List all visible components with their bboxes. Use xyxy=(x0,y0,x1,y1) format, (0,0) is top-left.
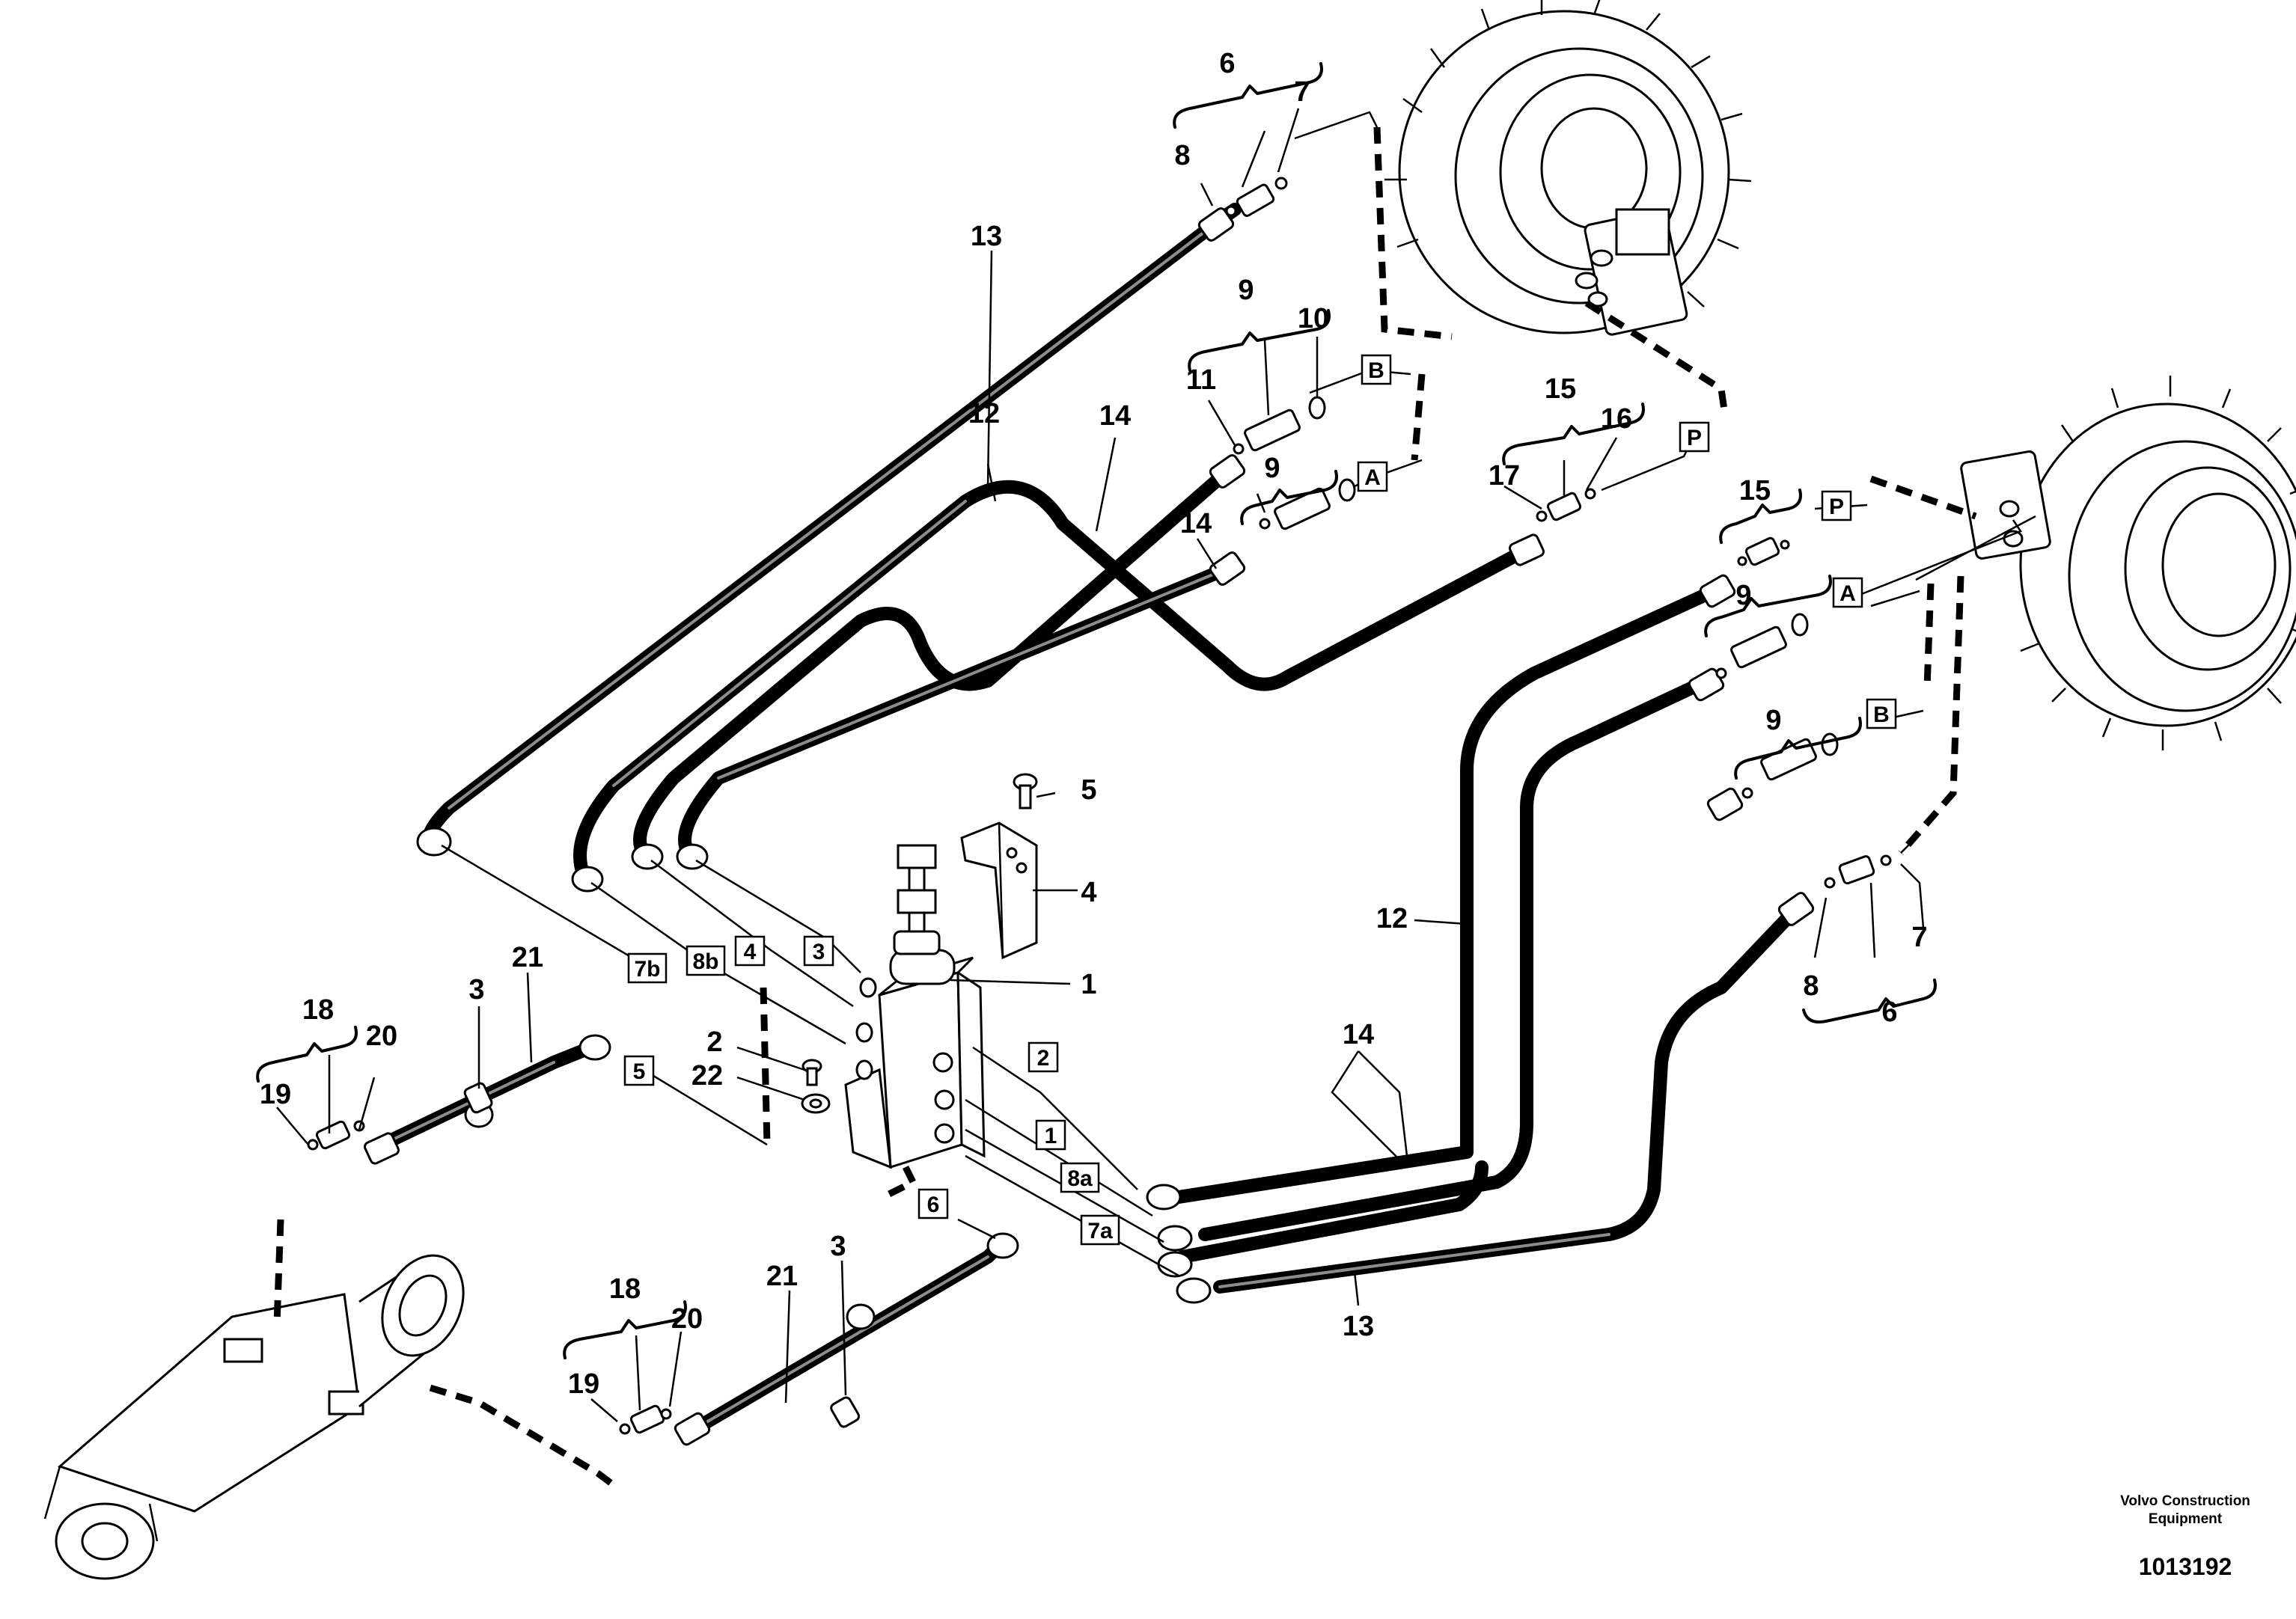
port-label-A-top: A xyxy=(1364,465,1381,490)
port-label-8b: 8b xyxy=(692,949,718,974)
port-label-5: 5 xyxy=(633,1059,646,1084)
callout-19-bottom: 19 xyxy=(568,1368,599,1400)
callout-9-c: 9 xyxy=(1735,580,1751,611)
callout-16: 16 xyxy=(1601,403,1632,435)
port-label-B-right: B xyxy=(1873,703,1890,727)
port-label-8a: 8a xyxy=(1067,1166,1093,1191)
callout-22: 22 xyxy=(691,1060,723,1092)
callout-6-top: 6 xyxy=(1219,48,1235,79)
hydraulic-cylinder xyxy=(43,1254,465,1580)
callout-numbers: 6 7 8 13 9 10 11 12 14 9 14 15 16 17 15 … xyxy=(260,48,1928,1400)
port-labels: B A P P A B 2 1 3 4 5 6 7a 7b 8a 8b xyxy=(623,354,1897,1246)
callout-21-top: 21 xyxy=(512,942,543,973)
callout-9-d: 9 xyxy=(1765,705,1781,736)
callout-20-top: 20 xyxy=(366,1020,397,1052)
footer: Volvo Construction Equipment 1013192 xyxy=(2120,1493,2250,1580)
callout-6-right: 6 xyxy=(1881,997,1897,1028)
travel-motor-right xyxy=(1960,376,2296,750)
port-label-2: 2 xyxy=(1037,1046,1050,1071)
port-label-7b: 7b xyxy=(634,957,660,982)
port-label-P-right: P xyxy=(1829,495,1844,519)
callout-1: 1 xyxy=(1081,969,1096,1000)
brand-line-1: Volvo Construction xyxy=(2120,1493,2250,1509)
callout-15-top: 15 xyxy=(1545,373,1576,405)
callout-20-bottom: 20 xyxy=(671,1303,703,1335)
travel-motor-top xyxy=(1384,0,1752,336)
callout-8-top: 8 xyxy=(1174,140,1190,171)
callout-13-bottom: 13 xyxy=(1343,1311,1374,1342)
valve-block xyxy=(844,844,986,1169)
callout-19-top: 19 xyxy=(260,1079,291,1110)
port-label-4: 4 xyxy=(744,940,757,964)
port-label-1: 1 xyxy=(1045,1124,1057,1148)
callout-9-b: 9 xyxy=(1264,453,1280,484)
port-label-6: 6 xyxy=(927,1193,940,1217)
port-label-3: 3 xyxy=(813,940,825,964)
callout-7-right: 7 xyxy=(1911,922,1927,953)
bolt-and-washer xyxy=(801,1059,831,1114)
port-label-7a: 7a xyxy=(1087,1219,1113,1243)
callout-9-a: 9 xyxy=(1238,275,1254,306)
callout-11: 11 xyxy=(1186,364,1216,396)
callout-18-bottom: 18 xyxy=(609,1273,641,1305)
callout-8-right: 8 xyxy=(1803,970,1819,1002)
callout-3-bottom: 3 xyxy=(830,1231,846,1262)
document-number: 1013192 xyxy=(2139,1553,2232,1580)
port-label-P-top: P xyxy=(1687,426,1702,450)
callout-14-mid: 14 xyxy=(1180,508,1212,539)
callout-17: 17 xyxy=(1489,460,1520,492)
port-label-A-right: A xyxy=(1839,581,1856,606)
callout-5: 5 xyxy=(1081,774,1096,806)
callout-4: 4 xyxy=(1081,877,1096,908)
callout-12-right: 12 xyxy=(1376,903,1408,934)
callout-14-bottom: 14 xyxy=(1343,1019,1374,1050)
callout-13-top: 13 xyxy=(971,221,1002,252)
callout-7-top: 7 xyxy=(1294,76,1310,108)
port-label-B-top: B xyxy=(1368,358,1384,383)
dashed-connections xyxy=(273,126,1977,1488)
callout-3-top: 3 xyxy=(468,974,484,1006)
bracket xyxy=(960,821,1038,960)
callout-12-top: 12 xyxy=(968,398,1000,429)
adapters-and-orings xyxy=(307,177,1892,1435)
callout-14-top: 14 xyxy=(1099,400,1131,432)
callout-18-top: 18 xyxy=(302,994,334,1026)
callout-2: 2 xyxy=(706,1026,722,1058)
brand-line-2: Equipment xyxy=(2149,1511,2223,1527)
callout-15-right: 15 xyxy=(1739,475,1771,506)
hoses xyxy=(367,203,1803,1439)
callout-21-bottom: 21 xyxy=(766,1261,798,1292)
hose-fittings xyxy=(364,207,1815,1446)
bolt xyxy=(1013,773,1038,810)
callout-10: 10 xyxy=(1298,303,1329,334)
